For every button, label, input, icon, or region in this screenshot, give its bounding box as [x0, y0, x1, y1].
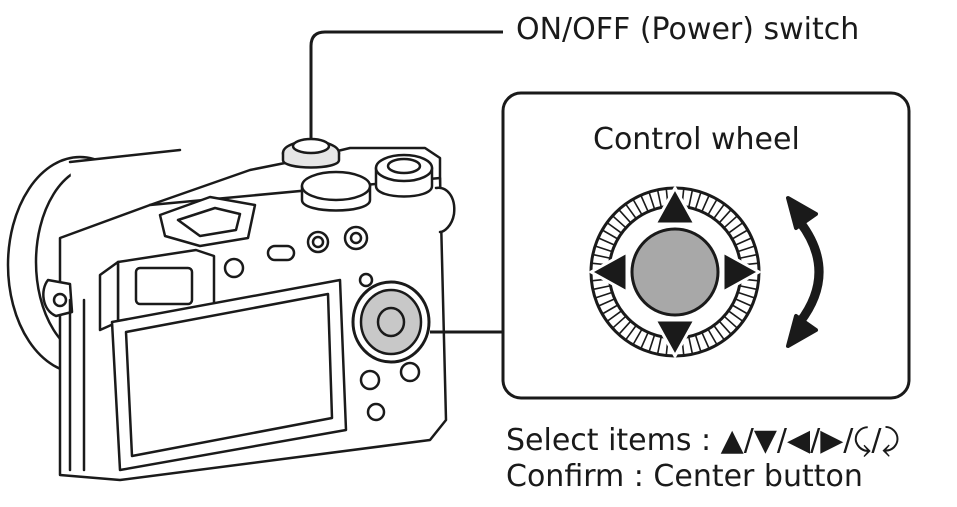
- power-switch: [281, 137, 341, 169]
- direction-arrows: [589, 186, 761, 358]
- ring-tick: [601, 304, 619, 315]
- ring-tick: [624, 203, 637, 220]
- up-arrow-icon: [653, 186, 697, 226]
- ring-tick: [687, 189, 694, 208]
- select-items-caption: Select items : ▲/▼/◀/▶/⤹/⤸: [506, 423, 900, 458]
- ring-tick: [737, 245, 756, 253]
- ring-tick: [739, 253, 758, 260]
- ring-tick: [707, 198, 718, 216]
- ring-tick: [640, 194, 649, 213]
- ring-tick: [727, 310, 744, 323]
- ring-tick: [601, 229, 619, 240]
- ring-tick: [723, 215, 738, 229]
- ring-tick: [656, 336, 663, 355]
- ring-tick: [618, 320, 632, 335]
- ring-tick: [597, 298, 616, 307]
- left-arrow-icon: [589, 250, 629, 294]
- ring-tick: [727, 221, 744, 234]
- control-wheel-callout: [501, 91, 911, 400]
- ring-tick: [739, 284, 758, 291]
- ring-tick: [592, 284, 611, 291]
- ring-tick: [606, 221, 623, 234]
- ring-tick: [687, 336, 694, 355]
- ring-tick: [718, 320, 732, 335]
- rear-buttons: [223, 225, 421, 422]
- ring-tick: [701, 194, 710, 213]
- ring-tick: [594, 291, 613, 299]
- ring-tick: [648, 191, 656, 210]
- camera-illustration: [6, 137, 456, 482]
- ring-tick: [718, 209, 732, 224]
- ring-tick: [707, 328, 718, 346]
- ring-tick: [640, 331, 649, 350]
- confirm-caption: Confirm : Center button: [506, 459, 863, 494]
- ring-tick: [597, 237, 616, 246]
- rotate-arrow-icon: [786, 196, 824, 348]
- ring-tick: [694, 334, 702, 353]
- power-switch-label: ON/OFF (Power) switch: [516, 12, 860, 47]
- ring-tick: [592, 253, 611, 260]
- ring-tick: [632, 198, 643, 216]
- ring-tick: [734, 298, 753, 307]
- ring-tick: [612, 315, 627, 329]
- ring-tick: [701, 331, 710, 350]
- ring-tick: [723, 315, 738, 329]
- ring-tick: [737, 291, 756, 299]
- ring-tick: [618, 209, 632, 224]
- ring-tick: [612, 215, 627, 229]
- right-arrow-icon: [721, 250, 761, 294]
- down-arrow-icon: [653, 318, 697, 358]
- center-button: [630, 227, 720, 317]
- ring-tick: [606, 310, 623, 323]
- ring-tick: [624, 324, 637, 341]
- exposure-dial: [374, 153, 434, 198]
- lcd-screen: [110, 278, 348, 472]
- hot-shoe: [158, 195, 257, 248]
- body-control-wheel: [351, 280, 431, 364]
- ring-tick: [731, 229, 749, 240]
- ring-tick: [648, 334, 656, 353]
- ring-tick: [731, 304, 749, 315]
- ring-tick: [713, 203, 726, 220]
- control-wheel-title: Control wheel: [593, 122, 800, 157]
- ring-tick: [713, 324, 726, 341]
- leader-lines: [309, 30, 503, 334]
- ring-tick: [656, 189, 663, 208]
- mode-dial: [300, 170, 372, 212]
- ring-tick: [734, 237, 753, 246]
- power-leader-line: [309, 30, 503, 138]
- ring-tick: [632, 328, 643, 346]
- ring-tick: [694, 191, 702, 210]
- ring-tick: [594, 245, 613, 253]
